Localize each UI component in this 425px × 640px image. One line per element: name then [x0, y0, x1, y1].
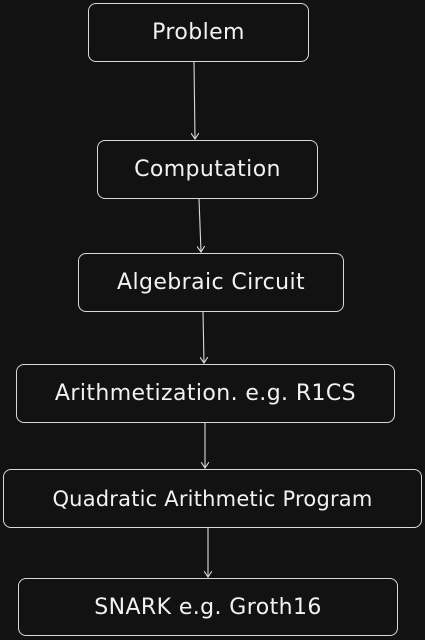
node-snark: SNARK e.g. Groth16 — [18, 578, 398, 636]
node-quadratic-arithmetic-program: Quadratic Arithmetic Program — [3, 469, 422, 528]
node-quadratic-arithmetic-program-label: Quadratic Arithmetic Program — [52, 486, 373, 511]
node-arithmetization-label: Arithmetization. e.g. R1CS — [54, 381, 357, 406]
node-arithmetization: Arithmetization. e.g. R1CS — [16, 364, 395, 423]
arrow-problem-to-computation — [194, 61, 195, 139]
arrow-computation-to-algebraic-circuit — [199, 198, 201, 252]
node-computation-label: Computation — [134, 157, 281, 182]
node-snark-label: SNARK e.g. Groth16 — [94, 594, 322, 620]
node-computation: Computation — [97, 140, 318, 199]
arrow-algebraic-circuit-to-arithmetization — [203, 311, 204, 363]
node-problem-label: Problem — [152, 20, 245, 45]
node-problem: Problem — [88, 3, 309, 62]
node-algebraic-circuit: Algebraic Circuit — [78, 253, 344, 312]
node-algebraic-circuit-label: Algebraic Circuit — [117, 270, 305, 295]
